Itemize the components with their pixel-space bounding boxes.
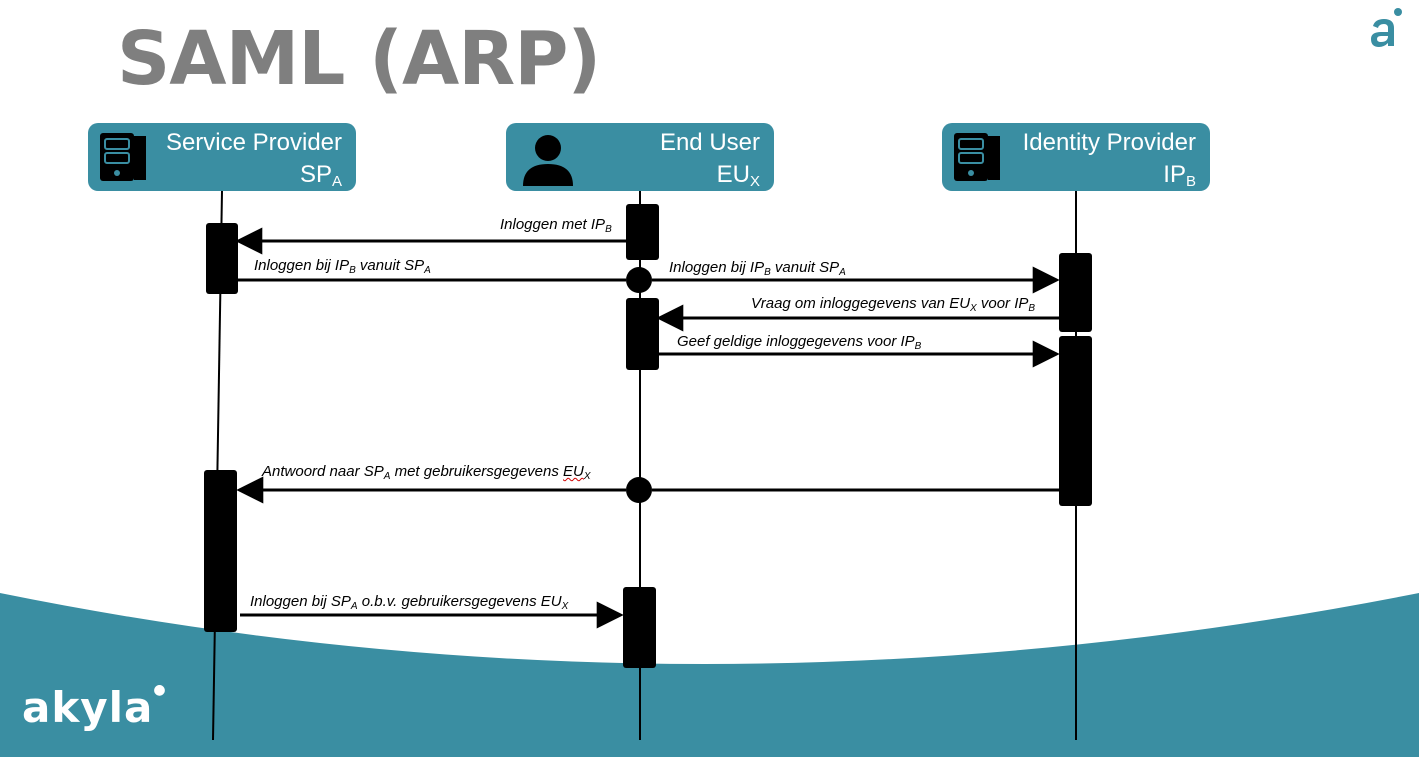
- message-label: Inloggen met IPB: [500, 216, 612, 235]
- user-icon: [523, 135, 573, 186]
- actor-name: Service Provider: [165, 129, 342, 156]
- actor-code: EUX: [716, 161, 760, 190]
- activation-bar: [623, 587, 656, 668]
- message-label: Geef geldige inloggegevens voor IPB: [677, 333, 922, 352]
- activation-bar: [204, 470, 237, 632]
- actor-code: SPA: [299, 161, 342, 190]
- junction-dot: [626, 477, 652, 503]
- activation-bar: [626, 204, 659, 260]
- background-wave: [0, 593, 1419, 757]
- message-label: Inloggen bij IPB vanuit SPA: [254, 257, 431, 276]
- brand-logo: akyla●: [22, 682, 167, 732]
- message-label: Antwoord naar SPA met gebruikersgegevens…: [262, 463, 591, 482]
- message-label: Vraag om inloggegevens van EUX voor IPB: [751, 295, 1036, 314]
- server-icon: [954, 133, 1000, 181]
- junction-dot: [626, 267, 652, 293]
- slide-title: SAML (ARP): [117, 16, 601, 102]
- activation-bar: [1059, 253, 1092, 332]
- actor-name: End User: [659, 129, 760, 156]
- message-label: Inloggen bij SPA o.b.v. gebruikersgegeve…: [250, 593, 569, 612]
- actor-service-provider: Service Provider SPA: [88, 123, 356, 191]
- activation-bar: [206, 223, 238, 294]
- server-icon: [100, 133, 146, 181]
- activation-bar: [1059, 336, 1092, 506]
- actor-identity-provider: Identity Provider IPB: [942, 123, 1210, 191]
- actor-end-user: End User EUX: [506, 123, 774, 191]
- akyla-mark-icon: [1371, 8, 1402, 47]
- actor-name: Identity Provider: [1022, 129, 1196, 156]
- message-label: Inloggen bij IPB vanuit SPA: [669, 259, 846, 278]
- actor-code: IPB: [1163, 161, 1196, 190]
- activation-bar: [626, 298, 659, 370]
